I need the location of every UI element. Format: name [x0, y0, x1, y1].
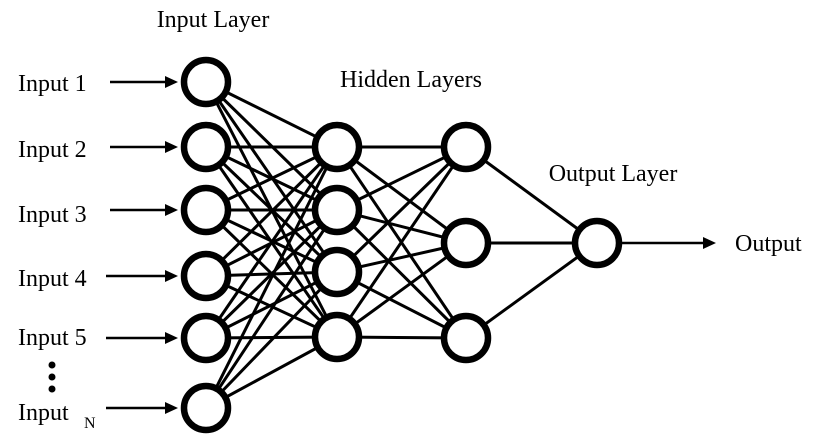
hidden1-node-4 — [311, 311, 363, 363]
output-label: Output — [735, 231, 802, 257]
hidden1-node-3 — [311, 246, 363, 298]
input-arrow-6-head — [165, 402, 178, 414]
connection-line — [336, 241, 467, 339]
hidden-layers-title: Hidden Layers — [340, 67, 482, 93]
output-arrow-head — [703, 237, 716, 249]
ellipsis-dots — [48, 361, 56, 393]
input-label-2: Input 2 — [18, 137, 87, 163]
connection-line — [204, 146, 339, 339]
input-arrow-4-head — [165, 270, 178, 282]
input-arrow-5 — [106, 332, 178, 344]
output-layer-title: Output Layer — [549, 161, 678, 187]
hidden2-node-2 — [440, 217, 492, 269]
connection-line — [465, 145, 598, 245]
connection-line — [204, 208, 339, 340]
connection-line — [204, 270, 339, 410]
input-label-4: Input 4 — [18, 266, 87, 292]
input-node-4 — [180, 250, 232, 302]
neurons — [180, 56, 623, 434]
ellipsis-dot — [48, 361, 56, 369]
hidden2-node-3 — [440, 312, 492, 364]
hidden2-node-1 — [440, 121, 492, 173]
input-node-3 — [180, 184, 232, 236]
input-arrow-1-head — [165, 76, 178, 88]
input-arrow-3-head — [165, 204, 178, 216]
input-layer-title: Input Layer — [157, 7, 270, 33]
input-arrow-6 — [106, 402, 178, 414]
input-label-5: Input 5 — [18, 325, 87, 351]
output-arrow — [622, 237, 716, 249]
hidden1-node-2 — [311, 184, 363, 236]
ellipsis-dot — [48, 373, 56, 381]
connection-line — [465, 241, 598, 340]
input-label-n: Input — [18, 400, 69, 426]
input-node-5 — [180, 312, 232, 364]
input-label-3: Input 3 — [18, 202, 87, 228]
input-arrow-3 — [110, 204, 178, 216]
hidden1-node-1 — [311, 121, 363, 173]
input-arrow-5-head — [165, 332, 178, 344]
input-arrow-2-head — [165, 141, 178, 153]
connection-line — [204, 145, 339, 278]
connection-line — [335, 146, 468, 338]
connection-line — [335, 208, 468, 340]
input-arrow-2 — [110, 141, 178, 153]
input-node-2 — [180, 121, 232, 173]
input-arrow-4 — [106, 270, 178, 282]
input-node-6 — [180, 382, 232, 434]
connection-line — [204, 146, 339, 409]
connection-line — [204, 209, 339, 409]
connection-line — [336, 145, 467, 245]
connections — [204, 80, 598, 410]
input-label-n-subscript: N — [84, 415, 96, 432]
input-node-1 — [180, 56, 232, 108]
connection-line — [335, 145, 468, 274]
ellipsis-dot — [48, 385, 56, 393]
input-arrows — [106, 76, 716, 414]
output-node-1 — [571, 217, 623, 269]
input-label-1: Input 1 — [18, 71, 87, 97]
input-arrow-1 — [110, 76, 178, 88]
